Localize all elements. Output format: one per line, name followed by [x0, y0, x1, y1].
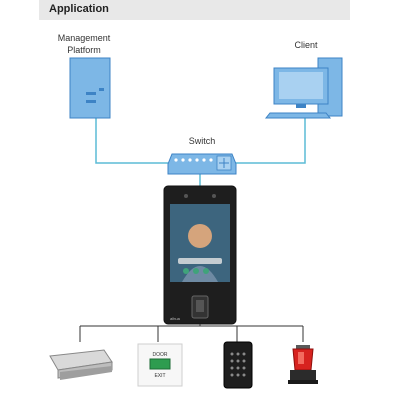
switch-icon	[167, 153, 237, 175]
alarm-light-icon	[288, 345, 318, 384]
client-label: Client	[294, 40, 318, 50]
face-image	[188, 224, 212, 248]
terminal-brand: alhua	[170, 316, 181, 321]
peripheral-wiring	[79, 324, 304, 342]
face-terminal: alhua	[163, 185, 237, 325]
switch-label: Switch	[188, 136, 216, 146]
exit-button-text-top: DOOR	[153, 352, 168, 358]
exit-button-icon: DOOR EXIT	[137, 343, 183, 387]
network-links	[95, 117, 306, 188]
section-header: Application	[39, 0, 350, 20]
server-icon	[69, 57, 111, 119]
exit-button-text-bottom: EXIT	[154, 373, 165, 379]
client-switch-link	[235, 117, 306, 164]
platform-label: Management Platform	[57, 33, 111, 55]
card-reader-icon	[223, 341, 253, 389]
section-title: Application	[49, 3, 109, 15]
magnetic-lock-icon	[49, 349, 113, 380]
platform-switch-link	[95, 117, 168, 164]
computer-icon	[264, 57, 343, 119]
